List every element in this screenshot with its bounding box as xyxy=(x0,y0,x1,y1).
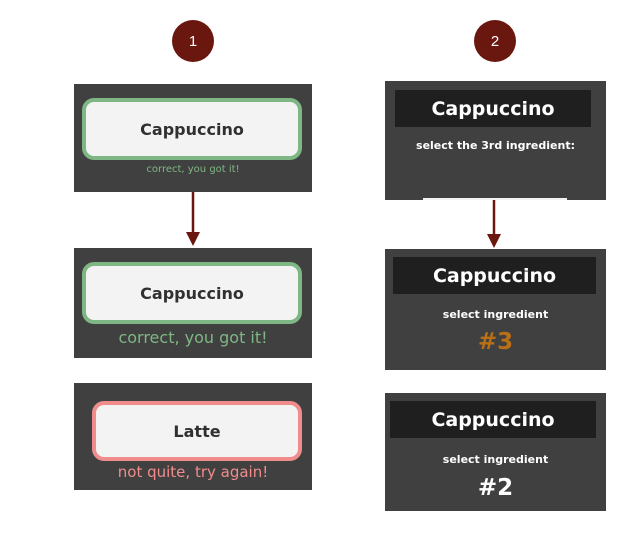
prompt-text: select ingredient xyxy=(442,308,549,321)
left-panel-3: Latte not quite, try again! xyxy=(74,383,312,490)
ingredient-number: #3 xyxy=(477,329,514,355)
feedback-text: correct, you got it! xyxy=(146,164,240,175)
title-bar: Cappuccino xyxy=(390,401,596,438)
ingredient-number: #2 xyxy=(477,475,514,501)
right-arrow xyxy=(487,200,501,248)
left-arrow xyxy=(186,192,200,246)
left-panel-2: Cappuccino correct, you got it! xyxy=(74,248,312,358)
right-panel-1: Cappuccino select the 3rd ingredient: xyxy=(385,81,606,200)
feedback-text: not quite, try again! xyxy=(117,463,269,481)
step-1-badge: 1 xyxy=(172,20,214,62)
title-bar: Cappuccino xyxy=(393,257,596,294)
answer-box: Cappuccino xyxy=(82,262,302,324)
panel-bottom-edge xyxy=(423,198,567,200)
title-bar: Cappuccino xyxy=(395,90,591,127)
step-2-badge: 2 xyxy=(474,20,516,62)
right-panel-2: Cappuccino select ingredient #3 xyxy=(385,249,606,370)
answer-box: Cappuccino xyxy=(82,98,302,160)
left-panel-1: Cappuccino correct, you got it! xyxy=(74,84,312,192)
prompt-text: select the 3rd ingredient: xyxy=(416,139,575,152)
right-panel-3: Cappuccino select ingredient #2 xyxy=(385,393,606,511)
answer-box: Latte xyxy=(92,401,302,461)
feedback-text: correct, you got it! xyxy=(118,328,268,347)
prompt-text: select ingredient xyxy=(442,453,549,466)
